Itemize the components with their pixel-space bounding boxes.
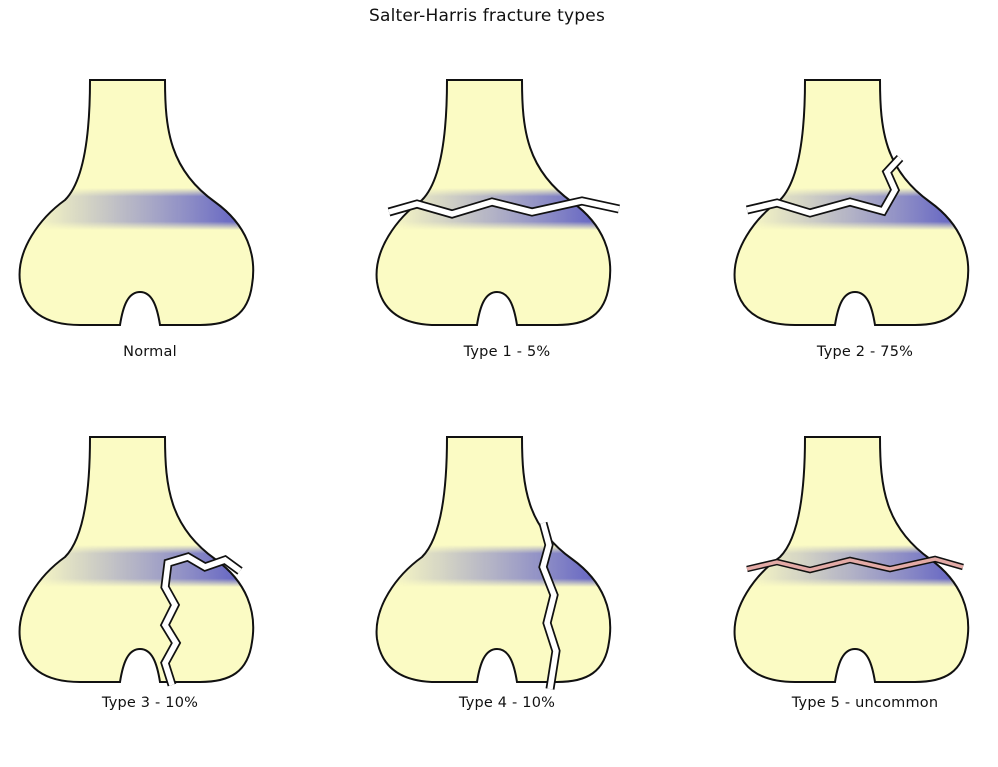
panel-caption: Type 1 - 5% [463, 344, 551, 360]
panel-type-3: Type 3 - 10% [0, 427, 300, 767]
fracture-line [387, 196, 620, 219]
panel-type-1: Type 1 - 5% [357, 70, 657, 410]
bone-illustration-type-1 [375, 79, 620, 326]
fracture-line [159, 552, 243, 687]
panel-caption: Type 4 - 10% [458, 695, 556, 711]
growth-plate [376, 545, 611, 587]
bone-illustration-normal [18, 79, 255, 326]
bone-illustration-type-2 [733, 79, 970, 326]
panel-type-2: Type 2 - 75% [715, 70, 998, 410]
bone-illustration-type-4 [375, 436, 612, 690]
panel-type-5: Type 5 - uncommon [715, 427, 998, 767]
growth-plate [19, 188, 254, 230]
fracture-line [538, 521, 561, 690]
diagram-title: Salter-Harris fracture types [368, 6, 606, 26]
panel-normal: Normal [0, 70, 300, 410]
compression-line [746, 555, 964, 574]
panel-caption: Type 5 - uncommon [791, 695, 939, 711]
panel-caption: Type 2 - 75% [816, 344, 914, 360]
panel-type-4: Type 4 - 10% [357, 427, 657, 767]
panel-caption: Normal [123, 344, 177, 360]
bone-illustration-type-5 [733, 436, 970, 683]
fracture-line [745, 154, 904, 218]
growth-plate [19, 545, 254, 587]
bone-illustration-type-3 [18, 436, 255, 687]
panel-caption: Type 3 - 10% [101, 695, 199, 711]
